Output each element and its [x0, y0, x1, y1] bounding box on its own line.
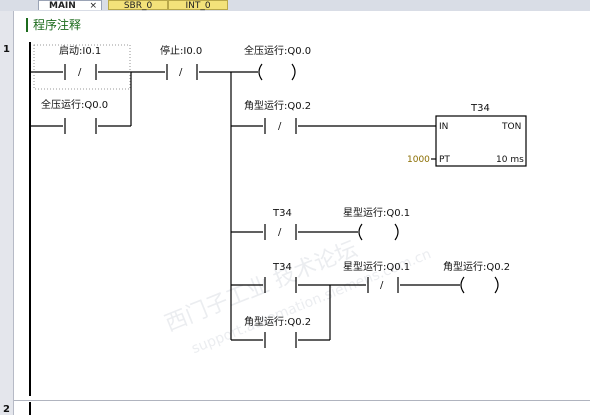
timer-type: TON: [501, 122, 521, 132]
nc-slash-t34: /: [278, 227, 282, 238]
contact-t34-nc[interactable]: [264, 224, 297, 240]
coil-star[interactable]: [358, 223, 399, 241]
nc-slash-star: /: [380, 280, 384, 291]
label-coil-full: 全压运行:Q0.0: [244, 44, 311, 57]
label-t34-no: T34: [272, 262, 292, 273]
contact-full-seal[interactable]: [64, 118, 97, 134]
label-delta-nc: 角型运行:Q0.2: [244, 99, 311, 112]
tab-sbr-0[interactable]: SBR_0: [108, 0, 168, 11]
label-full-seal: 全压运行:Q0.0: [41, 98, 108, 111]
label-coil-star: 星型运行:Q0.1: [343, 206, 410, 219]
watermark: 西门子工业 技术论坛 support.automation.siemens.co…: [162, 237, 434, 357]
label-delta-seal: 角型运行:Q0.2: [244, 315, 311, 328]
contact-t34-no[interactable]: [264, 277, 297, 293]
timer-pt-pin: PT: [439, 155, 450, 165]
nc-slash-stop: /: [179, 67, 183, 78]
timer-pt-value[interactable]: 1000: [407, 155, 430, 165]
label-t34-nc: T34: [272, 208, 292, 219]
contact-start[interactable]: [64, 64, 97, 80]
contact-delta-nc[interactable]: [264, 118, 297, 134]
tab-main[interactable]: MAIN ×: [38, 0, 102, 11]
rung-gutter: 1 2: [0, 11, 14, 415]
timer-in-pin: IN: [439, 122, 448, 132]
coil-full[interactable]: [258, 63, 296, 81]
label-start: 启动:I0.1: [59, 44, 101, 57]
label-stop: 停止:I0.0: [160, 44, 202, 57]
coil-delta[interactable]: [460, 276, 499, 294]
tab-int-0[interactable]: INT_0: [168, 0, 228, 11]
rung-number-2: 2: [3, 404, 10, 415]
nc-slash-delta: /: [278, 121, 282, 132]
nc-slash-start: /: [78, 67, 82, 78]
tab-main-label: MAIN: [49, 1, 76, 11]
label-coil-delta: 角型运行:Q0.2: [443, 260, 510, 273]
rung-separator: [14, 400, 590, 401]
timer-name: T34: [470, 103, 490, 114]
timer-resolution: 10 ms: [496, 155, 524, 165]
program-comment[interactable]: 程序注释: [26, 18, 81, 32]
selection-box: [33, 44, 131, 90]
contact-delta-seal[interactable]: [264, 332, 297, 348]
tab-bar: MAIN × SBR_0 INT_0: [0, 0, 590, 11]
timer-box[interactable]: [435, 115, 527, 167]
close-icon[interactable]: ×: [89, 1, 97, 11]
contact-star-nc[interactable]: [367, 277, 399, 293]
contact-stop[interactable]: [166, 64, 198, 80]
label-star-nc: 星型运行:Q0.1: [343, 260, 410, 273]
rung-number-1: 1: [3, 44, 10, 55]
